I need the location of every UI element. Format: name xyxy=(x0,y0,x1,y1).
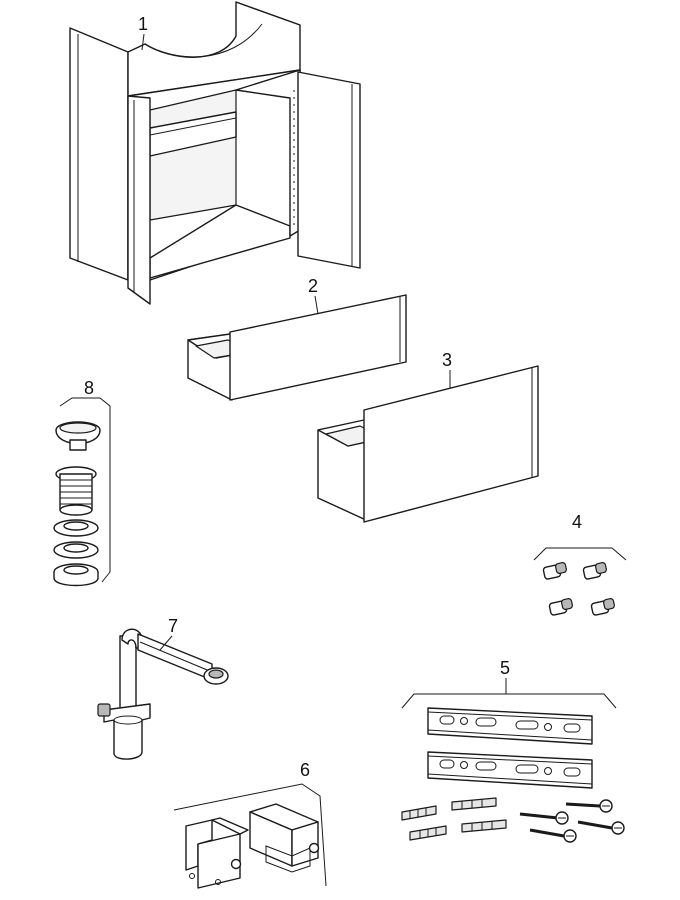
shelf-pin xyxy=(590,598,615,616)
vanity-cabinet xyxy=(69,1,361,305)
mounting-rail xyxy=(427,751,593,789)
label-2: 2 xyxy=(308,276,318,296)
label-7: 7 xyxy=(168,616,178,636)
screw xyxy=(577,820,625,835)
mounting-rail xyxy=(427,707,593,745)
wall-plug xyxy=(409,825,447,841)
label-3: 3 xyxy=(442,350,452,370)
drain-valve-set xyxy=(53,397,111,587)
screw xyxy=(529,828,577,843)
leader-1 xyxy=(141,33,145,51)
leader-2 xyxy=(314,295,319,315)
drain-cap xyxy=(55,421,101,451)
siphon-trap xyxy=(97,628,229,760)
wall-plug xyxy=(451,797,497,811)
label-1: 1 xyxy=(138,14,148,34)
angle-bracket xyxy=(185,817,249,889)
shelf-pin xyxy=(548,598,573,616)
screw xyxy=(565,799,613,813)
small-drawer xyxy=(187,294,407,401)
gasket-ring xyxy=(53,519,99,537)
wall-plug xyxy=(401,805,437,821)
corner-brackets xyxy=(173,783,327,889)
shelf-pin xyxy=(582,562,607,580)
large-drawer xyxy=(317,365,539,523)
shelf-pins xyxy=(533,547,627,616)
label-4: 4 xyxy=(572,512,582,532)
leader-7 xyxy=(159,635,173,651)
shelf-pin xyxy=(542,562,567,580)
threaded-body xyxy=(55,466,97,516)
label-5: 5 xyxy=(500,658,510,678)
wall-mounting-rails xyxy=(401,693,625,843)
lock-nut xyxy=(53,563,99,587)
gasket-ring xyxy=(53,541,99,559)
label-6: 6 xyxy=(300,760,310,780)
wall-plug xyxy=(461,819,507,833)
box-bracket xyxy=(249,803,320,873)
label-8: 8 xyxy=(84,378,94,398)
screw xyxy=(519,811,569,825)
